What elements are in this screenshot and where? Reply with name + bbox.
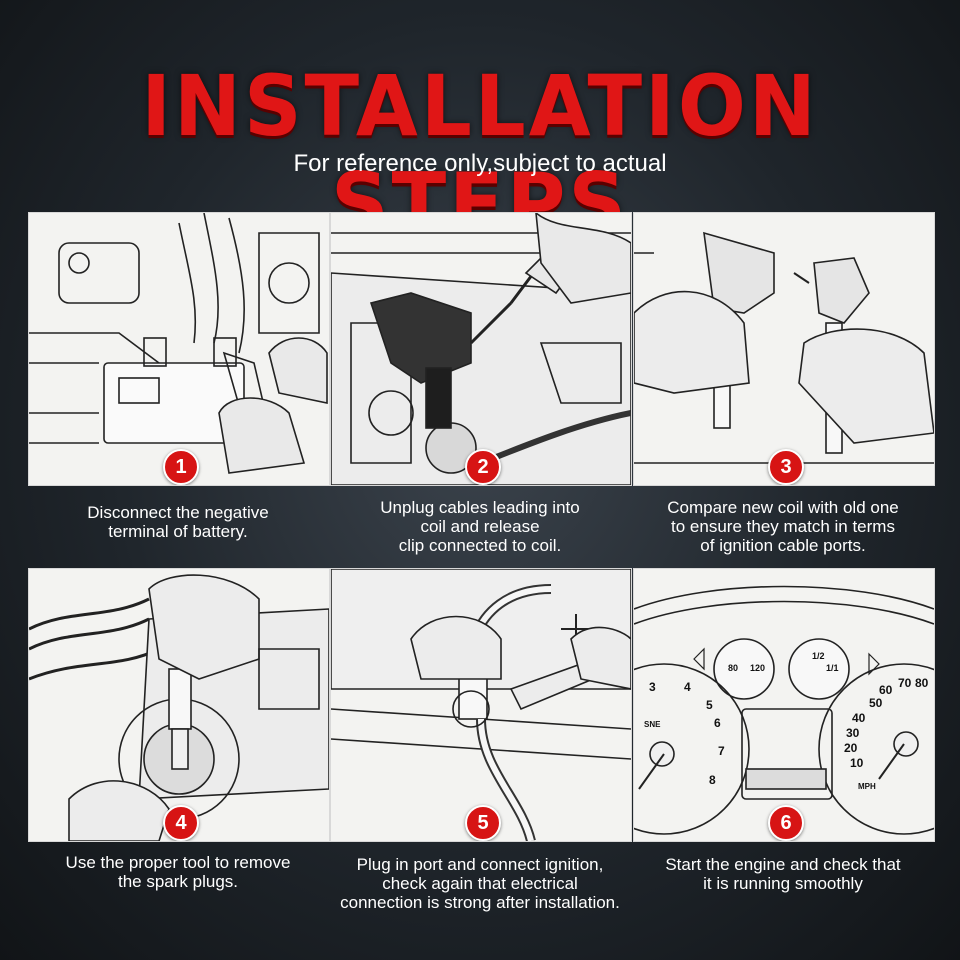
ignition-coil-illustration <box>331 213 631 485</box>
gauge-tick: 8 <box>709 773 716 787</box>
step-number-badge: 6 <box>768 805 804 841</box>
caption-line: clip connected to coil. <box>398 536 562 555</box>
step-2-caption: Unplug cables leading into coil and rele… <box>330 498 630 555</box>
gauge-tick: 6 <box>714 716 721 730</box>
gauge-tick: 120 <box>750 663 765 673</box>
caption-line: Start the engine and check that <box>665 855 901 874</box>
step-4-illustration: 4 <box>28 568 330 842</box>
step-5-caption: Plug in port and connect ignition, check… <box>322 855 638 912</box>
caption-line: Compare new coil with old one <box>667 498 899 517</box>
caption-line: Plug in port and connect ignition, <box>356 855 604 874</box>
step-2-illustration: 2 <box>330 212 632 486</box>
caption-line: of ignition cable ports. <box>700 536 866 555</box>
gauge-tick: 3 <box>649 680 656 694</box>
step-number-badge: 5 <box>465 805 501 841</box>
gauge-tick: 5 <box>706 698 713 712</box>
step-5-illustration: 5 <box>330 568 632 842</box>
rpm-badge-label: SNE <box>644 720 661 729</box>
gauge-tick: 80 <box>728 663 738 673</box>
step-1-illustration: 1 <box>28 212 330 486</box>
page-title: INSTALLATION STEPS <box>141 57 819 253</box>
step-number-badge: 4 <box>163 805 199 841</box>
caption-line: coil and release <box>420 517 540 536</box>
gauge-tick: 60 <box>879 683 893 697</box>
battery-illustration <box>29 213 328 474</box>
instrument-cluster-illustration: 60 70 80 50 40 30 20 10 3 4 5 6 7 8 80 1… <box>634 585 934 835</box>
caption-line: Disconnect the negative <box>87 503 269 522</box>
gauge-tick: 4 <box>684 680 691 694</box>
gauge-tick: 7 <box>718 744 725 758</box>
caption-line: connection is strong after installation. <box>340 893 620 912</box>
page-subtitle: For reference only,subject to actual <box>293 150 667 177</box>
gauge-tick: 20 <box>844 741 858 755</box>
step-3-caption: Compare new coil with old one to ensure … <box>633 498 933 555</box>
step-6-illustration: 60 70 80 50 40 30 20 10 3 4 5 6 7 8 80 1… <box>633 568 935 842</box>
gauge-tick: 50 <box>869 696 883 710</box>
spark-plug-removal-illustration <box>29 574 329 841</box>
caption-line: terminal of battery. <box>108 522 248 541</box>
gauge-tick: 1/2 <box>812 651 825 661</box>
caption-line: Use the proper tool to remove <box>65 853 291 872</box>
gauge-tick: 70 <box>898 676 912 690</box>
step-6-caption: Start the engine and check that it is ru… <box>633 855 933 893</box>
step-number-badge: 2 <box>465 449 501 485</box>
step-3-illustration: 3 <box>633 212 935 486</box>
gauge-tick: 30 <box>846 726 860 740</box>
caption-line: check again that electrical <box>382 874 578 893</box>
gauge-tick: 1/1 <box>826 663 839 673</box>
step-number-badge: 1 <box>163 449 199 485</box>
caption-line: the spark plugs. <box>117 872 238 891</box>
gauge-tick: 40 <box>852 711 866 725</box>
step-number-badge: 3 <box>768 449 804 485</box>
caption-line: it is running smoothly <box>703 874 863 893</box>
step-1-caption: Disconnect the negative terminal of batt… <box>28 503 328 541</box>
gauge-tick: 80 <box>915 676 929 690</box>
step-4-caption: Use the proper tool to remove the spark … <box>28 853 328 891</box>
gauge-tick: 10 <box>850 756 864 770</box>
speed-unit-label: MPH <box>858 782 876 791</box>
caption-line: to ensure they match in terms <box>671 517 895 536</box>
caption-line: Unplug cables leading into <box>380 498 580 517</box>
ignition-connection-illustration <box>331 569 631 841</box>
coil-comparison-illustration <box>634 231 934 464</box>
